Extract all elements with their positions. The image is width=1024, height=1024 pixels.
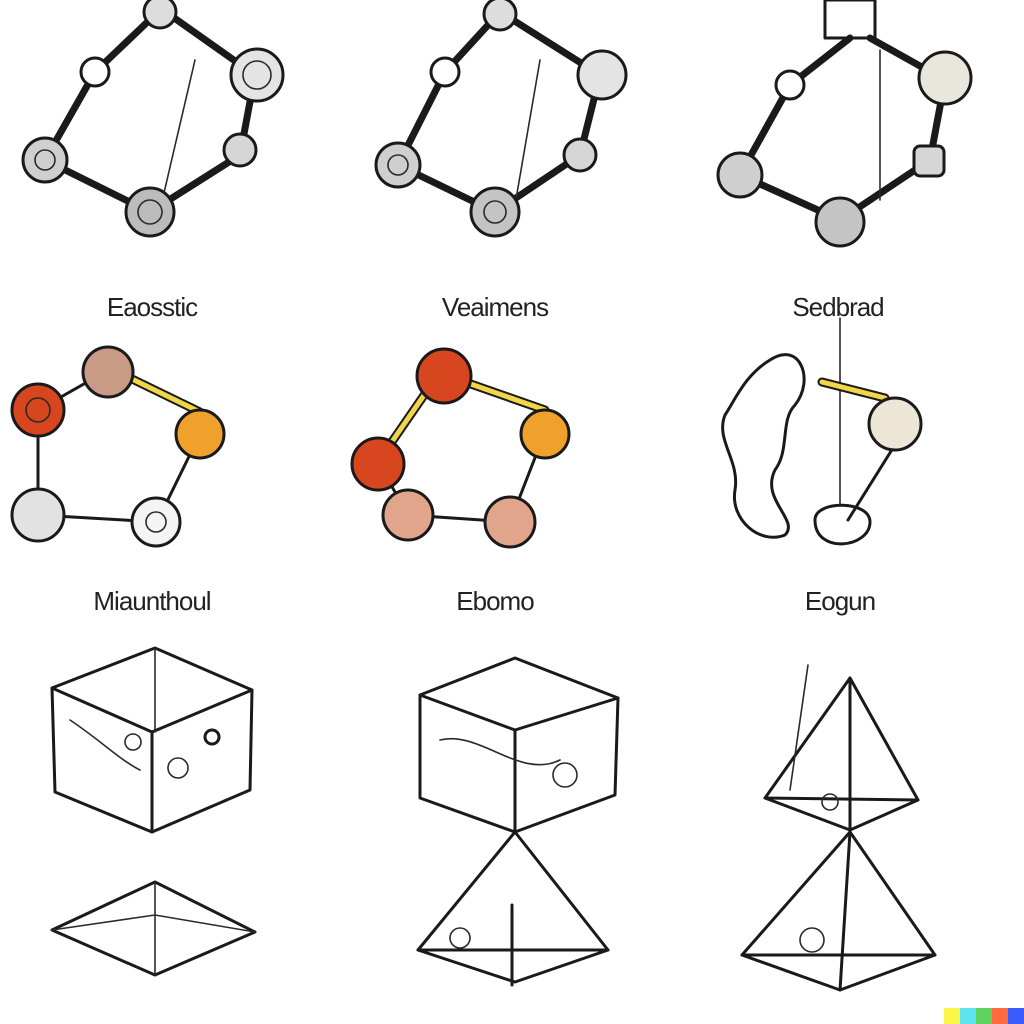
label-row1-col2: Veaimens [442, 292, 549, 322]
watermark-swatch-yellow [944, 1008, 960, 1024]
label-row2-col3: Eogun [805, 586, 875, 616]
label-row2-col2: Ebomo [456, 586, 534, 616]
molecule-sketch-3 [716, 0, 973, 248]
octahedron-sketch [50, 880, 257, 977]
pyramid-sketch-3 [740, 830, 937, 992]
watermark-swatch-green [976, 1008, 992, 1024]
molecule-colored-1 [10, 345, 226, 548]
label-row1-col3: Sedbrad [792, 292, 883, 322]
molecule-sketch-2 [374, 0, 628, 238]
watermark-swatch-blue [1008, 1008, 1024, 1024]
label-row2-col1: Miaunthoul [93, 586, 210, 616]
cube-sketch-1 [50, 646, 254, 834]
molecule-colored-2 [350, 347, 571, 549]
molecule-sketch-1 [21, 0, 285, 238]
watermark-swatch-cyan [960, 1008, 976, 1024]
pyramid-sketch-2 [763, 664, 920, 832]
pyramid-sketch-1 [416, 830, 610, 987]
molecule-colored-3 [721, 317, 923, 546]
watermark-swatch-orange [992, 1008, 1008, 1024]
label-row1-col1: Eaosstic [107, 292, 198, 322]
generator-watermark [944, 1008, 1024, 1024]
cube-sketch-2 [418, 656, 620, 834]
